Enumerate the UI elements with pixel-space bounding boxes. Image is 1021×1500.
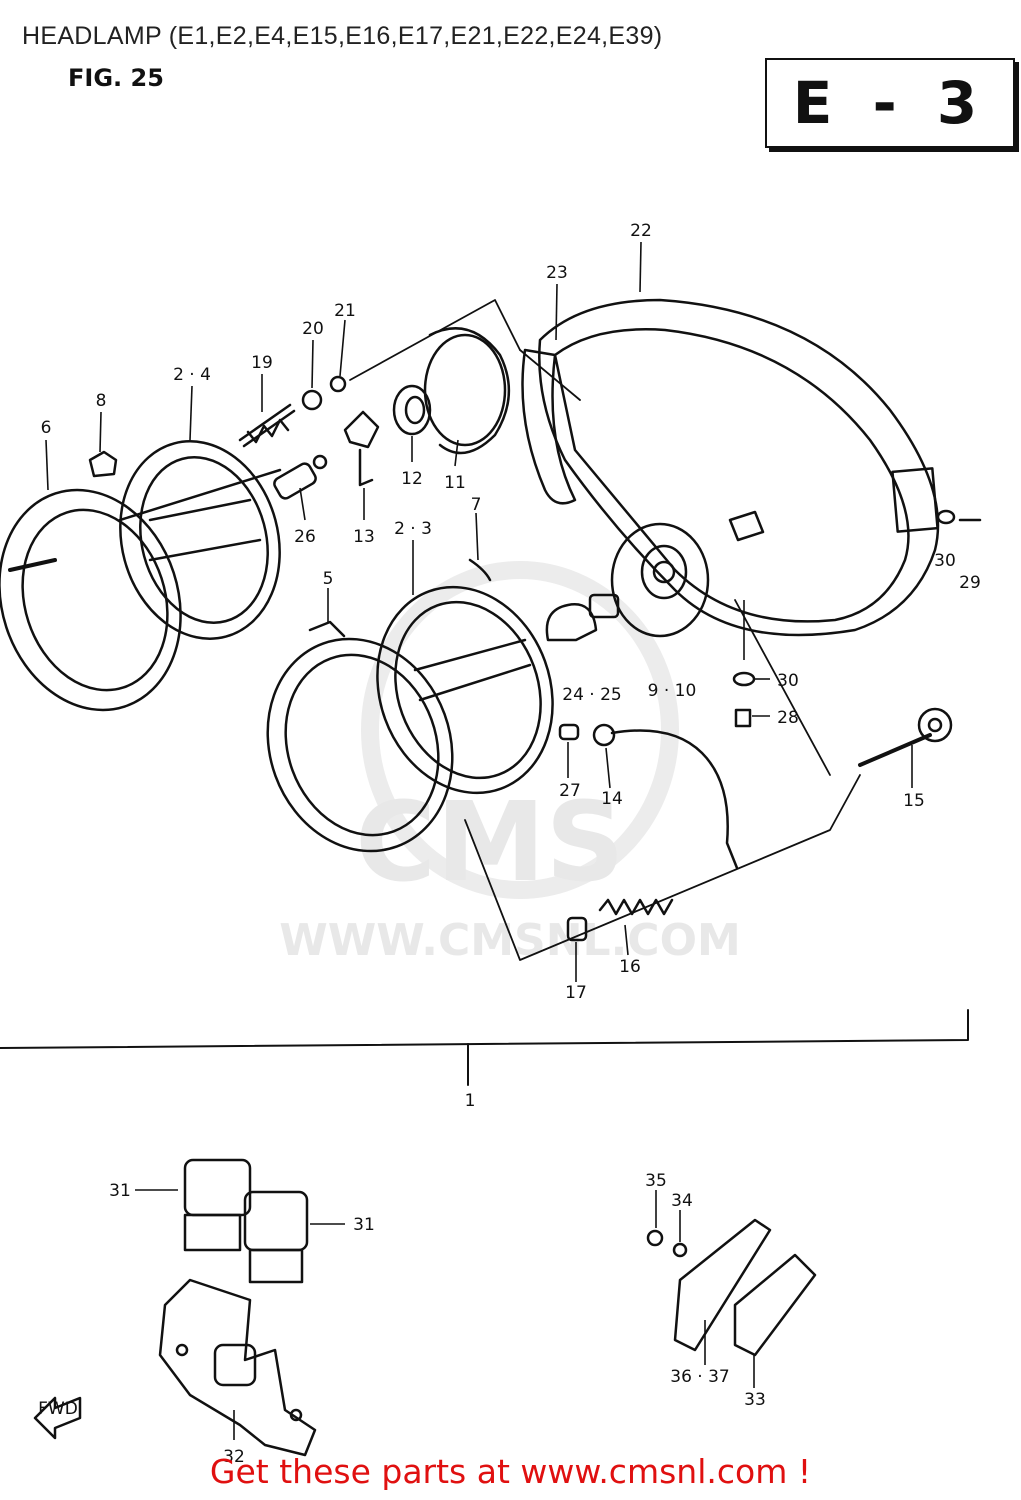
label-part-21: 21 xyxy=(334,301,356,321)
headlamp-lens-left xyxy=(118,440,282,640)
label-part-12: 12 xyxy=(401,469,423,489)
page-title: HEADLAMP (E1,E2,E4,E15,E16,E17,E21,E22,E… xyxy=(22,22,663,50)
reflector-9-10 xyxy=(610,522,710,638)
socket-harness-14 xyxy=(592,723,739,870)
label-part-31-left: 31 xyxy=(109,1181,131,1201)
label-part-33: 33 xyxy=(744,1390,766,1410)
clip-8 xyxy=(88,450,118,478)
label-part-1: 1 xyxy=(465,1091,476,1111)
label-part-19: 19 xyxy=(251,353,273,373)
section-code: E - 3 xyxy=(792,69,988,137)
label-part-11: 11 xyxy=(444,473,466,493)
fwd-arrow-icon xyxy=(33,1396,82,1440)
plate-36-37 xyxy=(673,1218,772,1352)
label-part-23: 23 xyxy=(546,263,568,283)
socket-bracket-13 xyxy=(343,410,380,487)
label-part-17: 17 xyxy=(565,983,587,1003)
label-part-34: 34 xyxy=(671,1191,693,1211)
section-code-box: E - 3 xyxy=(765,58,1015,148)
label-part-15: 15 xyxy=(903,791,925,811)
label-part-6: 6 xyxy=(41,418,52,438)
relay-31-right xyxy=(243,1190,309,1284)
label-part-27: 27 xyxy=(559,781,581,801)
label-part-26: 26 xyxy=(294,527,316,547)
label-part-30-lower: 30 xyxy=(777,671,799,691)
headlamp-rim-front xyxy=(266,620,454,853)
label-part-2-3: 2 · 3 xyxy=(394,519,432,539)
label-part-13: 13 xyxy=(353,527,375,547)
nut-17 xyxy=(566,916,588,942)
headlamp-rim-left xyxy=(0,488,182,712)
washer-30-upper xyxy=(936,509,956,525)
nut-20 xyxy=(301,389,323,411)
spring-16 xyxy=(598,898,674,916)
label-part-36-37: 36 · 37 xyxy=(670,1367,729,1387)
label-part-35: 35 xyxy=(645,1171,667,1191)
unit-33 xyxy=(733,1253,817,1357)
cta-link[interactable]: Get these parts at www.cmsnl.com ! xyxy=(209,1452,812,1491)
label-part-8: 8 xyxy=(96,391,107,411)
label-part-7: 7 xyxy=(471,495,482,515)
label-part-9-10: 9 · 10 xyxy=(648,681,697,701)
label-part-20: 20 xyxy=(302,319,324,339)
label-part-24-25: 24 · 25 xyxy=(562,685,621,705)
headlamp-lens-front xyxy=(376,585,554,795)
label-part-30-upper: 30 xyxy=(934,551,956,571)
adjust-spring-19 xyxy=(238,403,296,448)
screw-28 xyxy=(734,708,752,728)
bulb-26 xyxy=(273,454,328,500)
dust-cover-11 xyxy=(423,327,511,455)
washer-34 xyxy=(672,1242,688,1258)
label-part-22: 22 xyxy=(630,221,652,241)
bulb-24-25 xyxy=(545,593,620,642)
label-part-2-4: 2 · 4 xyxy=(173,365,211,385)
relay-31-left xyxy=(183,1158,252,1252)
label-part-16: 16 xyxy=(619,957,641,977)
label-part-29: 29 xyxy=(959,573,981,593)
assembly-bracket-1 xyxy=(0,1009,969,1086)
washer-30-lower xyxy=(732,671,756,687)
socket-12 xyxy=(392,384,432,436)
bulb-27 xyxy=(558,723,580,741)
watermark-url: WWW.CMSNL.COM xyxy=(279,915,741,966)
watermark-brand: CMS xyxy=(355,778,624,906)
screw-35 xyxy=(646,1229,664,1247)
label-part-5: 5 xyxy=(323,569,334,589)
label-fwd: FWD xyxy=(38,1399,78,1419)
frame-23 xyxy=(521,348,577,505)
label-part-31-right: 31 xyxy=(353,1215,375,1235)
relay-bracket-32 xyxy=(158,1278,317,1457)
label-part-14: 14 xyxy=(601,789,623,809)
adjuster-screw-15 xyxy=(858,707,953,767)
cap-21 xyxy=(329,375,347,393)
label-part-32: 32 xyxy=(223,1447,245,1467)
figure-number: FIG. 25 xyxy=(68,64,164,92)
label-part-28: 28 xyxy=(777,708,799,728)
